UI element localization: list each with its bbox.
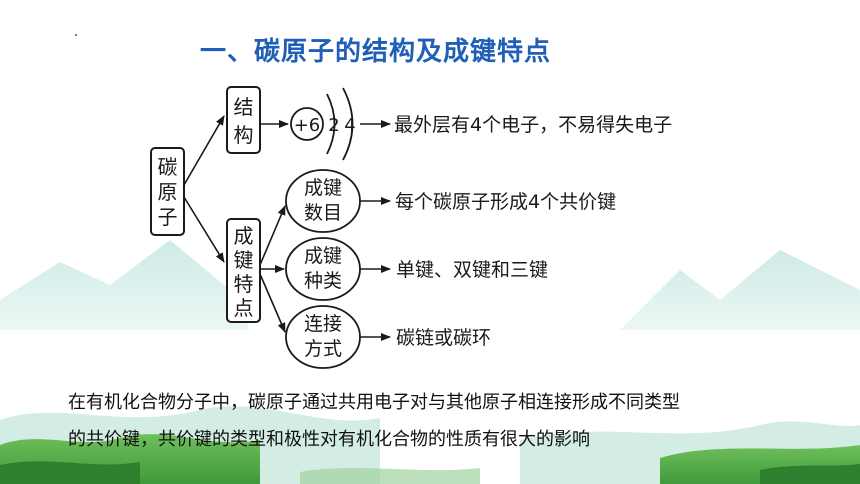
bonding-char-3: 特: [234, 272, 254, 296]
outer-shell-arc: [342, 87, 354, 161]
structure-char-1: 结: [234, 95, 254, 119]
connection-result: 碳链或碳环: [396, 327, 491, 349]
outer-shell-electrons: 4: [344, 115, 355, 136]
title-background: [186, 28, 596, 70]
root-to-bonding-arrow: [183, 196, 225, 263]
bonding-char-1: 成: [234, 224, 254, 248]
structure-box: [226, 86, 261, 154]
carbon-nucleus: [290, 107, 324, 141]
bond-count-line1: 成键: [304, 177, 342, 199]
root-char-1: 碳: [158, 155, 178, 179]
decorative-dot: [75, 34, 77, 36]
connection-line1: 连接: [304, 313, 342, 335]
inner-shell-arc: [326, 93, 336, 155]
bond-count-result: 每个碳原子形成4个共价键: [395, 191, 616, 213]
bond-type-result: 单键、双键和三键: [396, 259, 548, 281]
structure-result: 最外层有4个电子，不易得失电子: [394, 114, 672, 136]
nucleus-charge: +6: [294, 115, 321, 136]
page-title: 一、碳原子的结构及成键特点: [200, 37, 552, 67]
bond-type-line2: 种类: [304, 270, 342, 292]
bonding-char-4: 点: [234, 296, 254, 320]
bonding-char-2: 键: [234, 248, 254, 272]
structure-char-2: 构: [234, 123, 254, 147]
inner-shell-electrons: 2: [328, 115, 339, 136]
root-box: [150, 147, 185, 236]
summary-line-2: 的共价键，共价键的类型和极性对有机化合物的性质有很大的影响: [68, 429, 590, 450]
bond-count-line2: 数目: [304, 202, 342, 224]
bonding-to-count-arrow: [259, 205, 286, 266]
bonding-box: [226, 218, 261, 323]
root-char-2: 原: [158, 180, 178, 204]
summary-paragraph: 在有机化合物分子中，碳原子通过共用电子对与其他原子相连接形成不同类型 的共价键，…: [68, 384, 808, 458]
root-char-3: 子: [158, 205, 178, 229]
connection-line2: 方式: [304, 338, 342, 360]
bonding-to-connection-arrow: [259, 273, 286, 333]
bond-type-line1: 成键: [304, 245, 342, 267]
summary-line-1: 在有机化合物分子中，碳原子通过共用电子对与其他原子相连接形成不同类型: [68, 392, 680, 413]
root-to-structure-arrow: [183, 115, 225, 186]
